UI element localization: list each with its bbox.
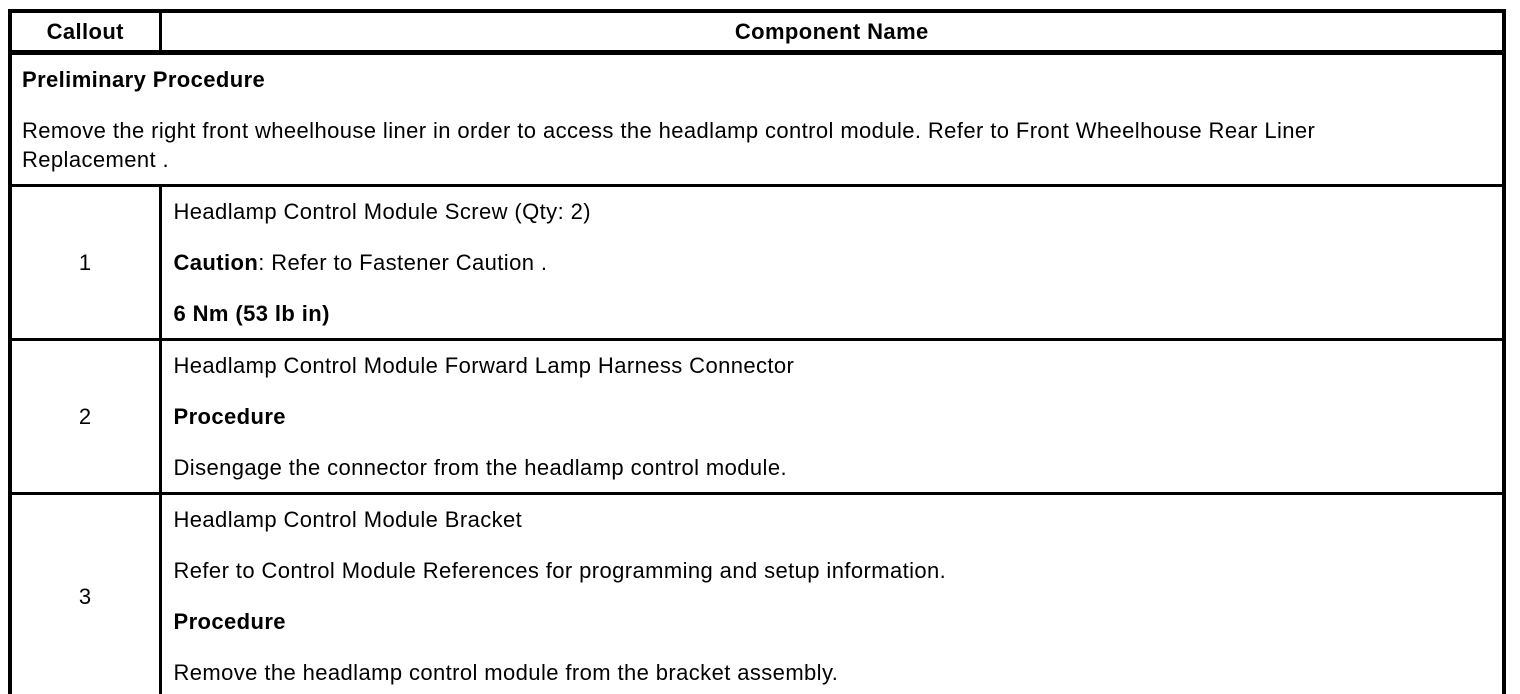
component-callout-table: Callout Component Name Preliminary Proce…: [8, 9, 1506, 694]
reference-text: Refer to Control Module References for p…: [173, 558, 947, 583]
table-row-2: 2 Headlamp Control Module Forward Lamp H…: [8, 338, 1506, 495]
procedure-label: Procedure: [173, 609, 286, 634]
preliminary-procedure-cell: Preliminary Procedure Remove the right f…: [8, 51, 1506, 187]
component-name-column-header: Component Name: [158, 9, 1506, 55]
callout-number-1: 1: [8, 184, 162, 341]
caution-text: : Refer to Fastener Caution .: [258, 250, 548, 275]
torque-spec: 6 Nm (53 lb in): [173, 301, 330, 326]
procedure-text: Remove the headlamp control module from …: [173, 660, 839, 685]
callout-column-header: Callout: [8, 9, 162, 55]
component-name-text: Headlamp Control Module Screw (Qty: 2): [173, 199, 591, 224]
component-cell-2: Headlamp Control Module Forward Lamp Har…: [158, 338, 1506, 495]
preliminary-text-line-1: Remove the right front wheelhouse liner …: [22, 118, 1316, 143]
component-cell-1: Headlamp Control Module Screw (Qty: 2) C…: [158, 184, 1506, 341]
caution-label: Caution: [173, 250, 259, 275]
caution-note: Caution: Refer to Fastener Caution .: [174, 248, 1491, 277]
callout-number-2: 2: [8, 338, 162, 495]
preliminary-procedure-row: Preliminary Procedure Remove the right f…: [8, 51, 1506, 187]
procedure-label: Procedure: [173, 404, 286, 429]
preliminary-procedure-title: Preliminary Procedure: [22, 67, 266, 92]
component-name-text: Headlamp Control Module Forward Lamp Har…: [173, 353, 795, 378]
procedure-text: Disengage the connector from the headlam…: [173, 455, 787, 480]
table-header-row: Callout Component Name: [8, 9, 1506, 55]
preliminary-text-line-2: Replacement .: [22, 147, 170, 172]
component-name-text: Headlamp Control Module Bracket: [173, 507, 523, 532]
component-cell-3: Headlamp Control Module Bracket Refer to…: [158, 492, 1506, 694]
table-row-3: 3 Headlamp Control Module Bracket Refer …: [8, 492, 1506, 694]
preliminary-procedure-text: Remove the right front wheelhouse liner …: [22, 116, 1490, 174]
callout-number-3: 3: [8, 492, 162, 694]
table-row-1: 1 Headlamp Control Module Screw (Qty: 2)…: [8, 184, 1506, 341]
